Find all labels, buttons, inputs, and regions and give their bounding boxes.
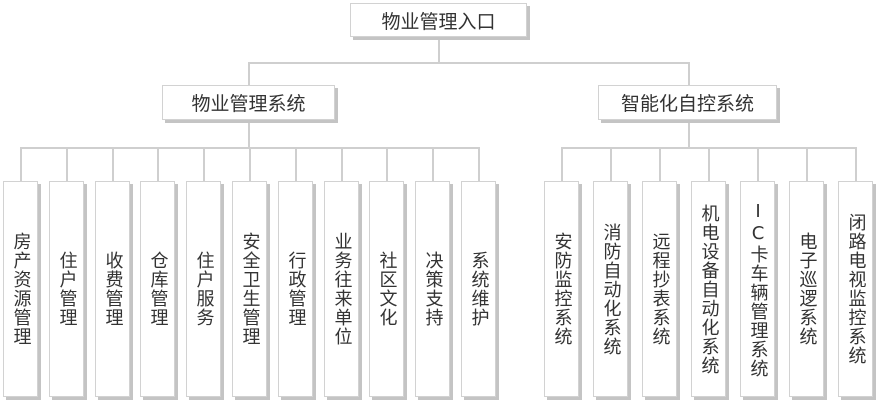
- connector-line: [561, 147, 857, 149]
- connector-line: [112, 147, 114, 182]
- leaf-node: 行政管理: [278, 181, 313, 397]
- leaf-node: 系统维护: [461, 181, 496, 397]
- connector-line: [757, 147, 759, 182]
- leaf-label: 系统维护: [468, 251, 490, 327]
- leaf-label: 决策支持: [422, 251, 444, 327]
- connector-line: [688, 120, 690, 148]
- connector-line: [708, 147, 710, 182]
- group-node-intelligent-control: 智能化自控系统: [598, 85, 777, 120]
- connector-line: [438, 37, 440, 63]
- connector-line: [478, 147, 480, 182]
- leaf-node: 房产资源管理: [3, 181, 38, 397]
- leaf-node: 业务往来单位: [324, 181, 359, 397]
- leaf-node: 收费管理: [95, 181, 130, 397]
- leaf-label: 仓库管理: [147, 251, 169, 327]
- leaf-label: 住户服务: [193, 251, 215, 327]
- leaf-label: IC卡车辆管理系统: [747, 200, 769, 378]
- leaf-label: 社区文化: [376, 251, 398, 327]
- connector-line: [295, 147, 297, 182]
- leaf-label: 业务往来单位: [331, 232, 353, 346]
- connector-line: [249, 147, 251, 182]
- leaf-node: 住户管理: [49, 181, 84, 397]
- leaf-node: 电子巡逻系统: [789, 181, 824, 397]
- leaf-node: 社区文化: [369, 181, 404, 397]
- leaf-node: IC卡车辆管理系统: [740, 181, 775, 397]
- connector-line: [157, 147, 159, 182]
- leaf-node: 闭路电视监控系统: [838, 181, 873, 397]
- connector-line: [341, 147, 343, 182]
- connector-line: [248, 62, 250, 86]
- leaf-label: 行政管理: [285, 251, 307, 327]
- leaf-label: 收费管理: [102, 251, 124, 327]
- connector-line: [610, 147, 612, 182]
- group-node-property-management: 物业管理系统: [162, 85, 335, 120]
- leaf-node: 仓库管理: [140, 181, 175, 397]
- leaf-label: 闭路电视监控系统: [845, 213, 867, 365]
- connector-line: [20, 147, 22, 182]
- leaf-node: 消防自动化系统: [593, 181, 628, 397]
- leaf-node: 住户服务: [186, 181, 221, 397]
- connector-line: [386, 147, 388, 182]
- connector-line: [248, 62, 690, 64]
- leaf-node: 安防监控系统: [544, 181, 579, 397]
- connector-line: [561, 147, 563, 182]
- connector-line: [432, 147, 434, 182]
- connector-line: [248, 120, 250, 148]
- leaf-label: 安防监控系统: [551, 232, 573, 346]
- group-label: 智能化自控系统: [620, 93, 754, 115]
- connector-line: [203, 147, 205, 182]
- leaf-label: 机电设备自动化系统: [698, 203, 720, 375]
- leaf-label: 安全卫生管理: [239, 232, 261, 346]
- leaf-node: 决策支持: [415, 181, 450, 397]
- root-label: 物业管理入口: [381, 10, 496, 33]
- connector-line: [806, 147, 808, 182]
- root-node: 物业管理入口: [350, 3, 527, 37]
- group-label: 物业管理系统: [191, 93, 306, 115]
- leaf-label: 住户管理: [56, 251, 78, 327]
- leaf-label: 远程抄表系统: [649, 232, 671, 346]
- leaf-node: 安全卫生管理: [232, 181, 267, 397]
- leaf-label: 电子巡逻系统: [796, 232, 818, 346]
- leaf-label: 房产资源管理: [10, 232, 32, 346]
- leaf-node: 远程抄表系统: [642, 181, 677, 397]
- leaf-label: 消防自动化系统: [600, 222, 622, 356]
- connector-line: [66, 147, 68, 182]
- connector-line: [688, 62, 690, 86]
- connector-line: [855, 147, 857, 182]
- connector-line: [659, 147, 661, 182]
- connector-line: [20, 147, 480, 149]
- leaf-node: 机电设备自动化系统: [691, 181, 726, 397]
